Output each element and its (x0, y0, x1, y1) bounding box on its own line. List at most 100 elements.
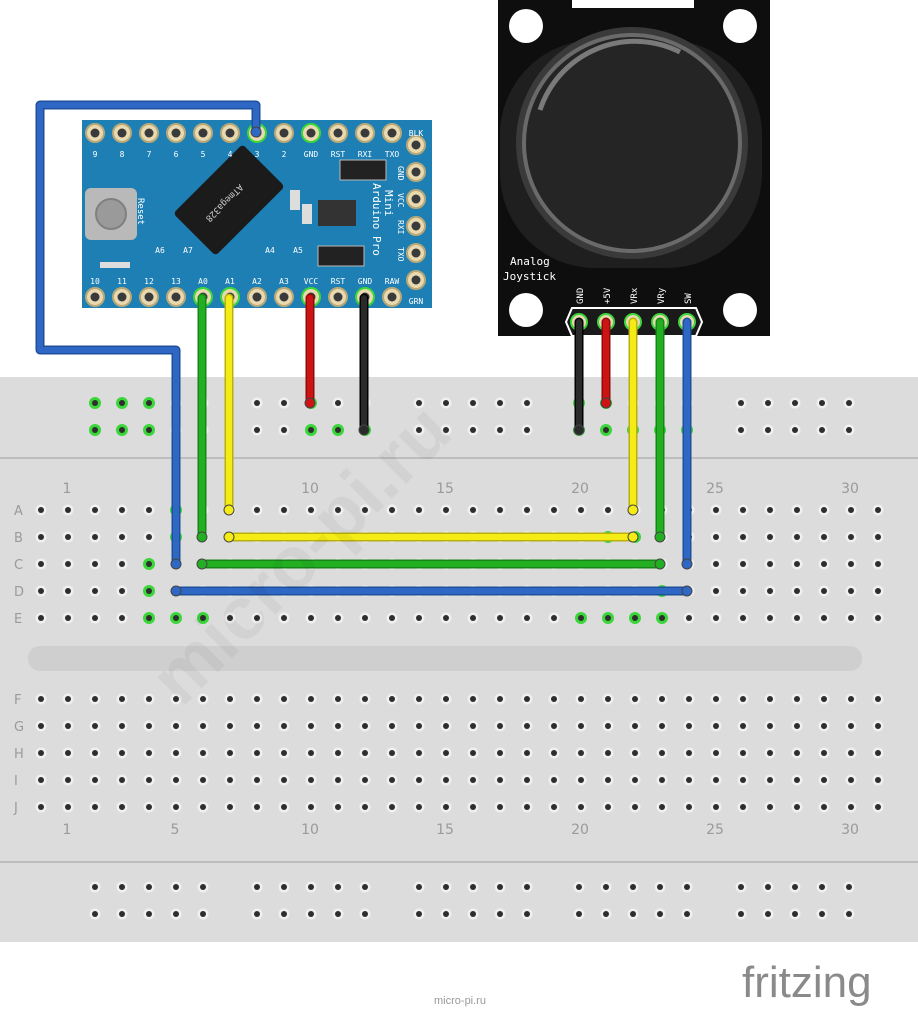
breadboard-hole-center (119, 777, 125, 783)
arduino-side-label: GND (396, 166, 405, 181)
arduino-pin-label: 10 (90, 277, 100, 286)
breadboard-hole-center (65, 588, 71, 594)
breadboard-hole-center (821, 615, 827, 621)
arduino-pin-label: RST (331, 150, 346, 159)
wire-blue-d3-to-sw (37, 102, 259, 567)
breadboard-hole-center (738, 911, 744, 917)
breadboard-hole-center (443, 804, 449, 810)
column-label: 1 (63, 822, 72, 838)
breadboard-hole-center (38, 615, 44, 621)
breadboard-hole-center (551, 750, 557, 756)
arduino-pin-label: RAW (385, 277, 400, 286)
arduino-pin-hole (360, 128, 370, 138)
breadboard-hole-center (605, 804, 611, 810)
breadboard-hole-center (846, 427, 852, 433)
breadboard-hole-center (119, 911, 125, 917)
breadboard-hole-center (740, 615, 746, 621)
reset-button-icon (95, 198, 127, 230)
breadboard-hole-center (605, 696, 611, 702)
column-label: 1 (63, 481, 72, 497)
breadboard-hole-center (551, 723, 557, 729)
breadboard-hole-center (254, 507, 260, 513)
breadboard-hole-center (416, 507, 422, 513)
column-label: 20 (571, 822, 589, 838)
joystick-knob (522, 33, 742, 253)
joystick-pin-label: SW (684, 293, 694, 304)
row-label: C (14, 558, 23, 573)
breadboard-hole-center (119, 588, 125, 594)
breadboard-hole-center (362, 911, 368, 917)
breadboard-hole-center (846, 884, 852, 890)
row-label: F (14, 693, 21, 708)
breadboard-hole-center (254, 427, 260, 433)
breadboard-hole-center (470, 911, 476, 917)
wire-end (170, 585, 182, 597)
arduino-pin-label: RST (331, 277, 346, 286)
breadboard-hole-center (794, 750, 800, 756)
breadboard-hole-center (470, 507, 476, 513)
breadboard-hole-center (335, 615, 341, 621)
breadboard-hole-center (443, 427, 449, 433)
breadboard-hole-center (470, 400, 476, 406)
breadboard-hole-center (603, 911, 609, 917)
breadboard-hole-center (630, 911, 636, 917)
breadboard-hole-center (497, 723, 503, 729)
breadboard-hole-center (765, 427, 771, 433)
breadboard-hole-center (875, 777, 881, 783)
breadboard-hole-center (551, 777, 557, 783)
breadboard-hole-center (389, 777, 395, 783)
breadboard-hole-center (603, 427, 609, 433)
board-name-line1: Mini (382, 190, 395, 217)
breadboard-hole-center (443, 615, 449, 621)
breadboard-hole-center (551, 804, 557, 810)
breadboard-hole-center (792, 911, 798, 917)
breadboard-hole-center (119, 750, 125, 756)
arduino-pin-hole (306, 128, 316, 138)
breadboard-hole-center (308, 804, 314, 810)
breadboard-hole-center (792, 400, 798, 406)
wire-end (654, 558, 666, 570)
breadboard-hole-center (875, 696, 881, 702)
breadboard-hole-center (686, 777, 692, 783)
breadboard-hole-center (227, 750, 233, 756)
breadboard-hole-center (335, 911, 341, 917)
arduino-pin-hole (411, 248, 421, 258)
breadboard-hole-center (765, 911, 771, 917)
breadboard-hole-center (308, 615, 314, 621)
smd-component (318, 200, 356, 226)
breadboard-hole-center (92, 588, 98, 594)
mounting-hole (723, 293, 757, 327)
breadboard-hole-center (173, 804, 179, 810)
breadboard-hole-center (497, 427, 503, 433)
breadboard-hole-center (146, 561, 152, 567)
breadboard-hole-center (767, 750, 773, 756)
arduino-pin-hole (198, 128, 208, 138)
breadboard-hole-center (335, 696, 341, 702)
breadboard-hole-center (254, 911, 260, 917)
breadboard-hole-center (146, 777, 152, 783)
breadboard-hole-center (738, 427, 744, 433)
breadboard-hole-center (254, 804, 260, 810)
breadboard-hole-center (603, 884, 609, 890)
wire-end (223, 531, 235, 543)
breadboard-hole-center (65, 804, 71, 810)
breadboard-hole-center (524, 884, 530, 890)
arduino-pin-hole (333, 292, 343, 302)
joystick-top-tab (572, 0, 694, 8)
breadboard-hole-center (281, 911, 287, 917)
breadboard-hole-center (794, 723, 800, 729)
breadboard-hole-center (605, 615, 611, 621)
breadboard-hole-center (200, 696, 206, 702)
breadboard-hole-center (92, 723, 98, 729)
breadboard-hole-center (362, 884, 368, 890)
breadboard-hole-center (848, 696, 854, 702)
breadboard-hole-center (92, 561, 98, 567)
breadboard-hole-center (576, 884, 582, 890)
breadboard-hole-center (576, 911, 582, 917)
breadboard-hole-center (875, 588, 881, 594)
breadboard-hole-center (713, 588, 719, 594)
breadboard-hole-center (416, 696, 422, 702)
breadboard-hole-center (308, 427, 314, 433)
breadboard-hole-center (524, 427, 530, 433)
breadboard-hole-center (875, 534, 881, 540)
